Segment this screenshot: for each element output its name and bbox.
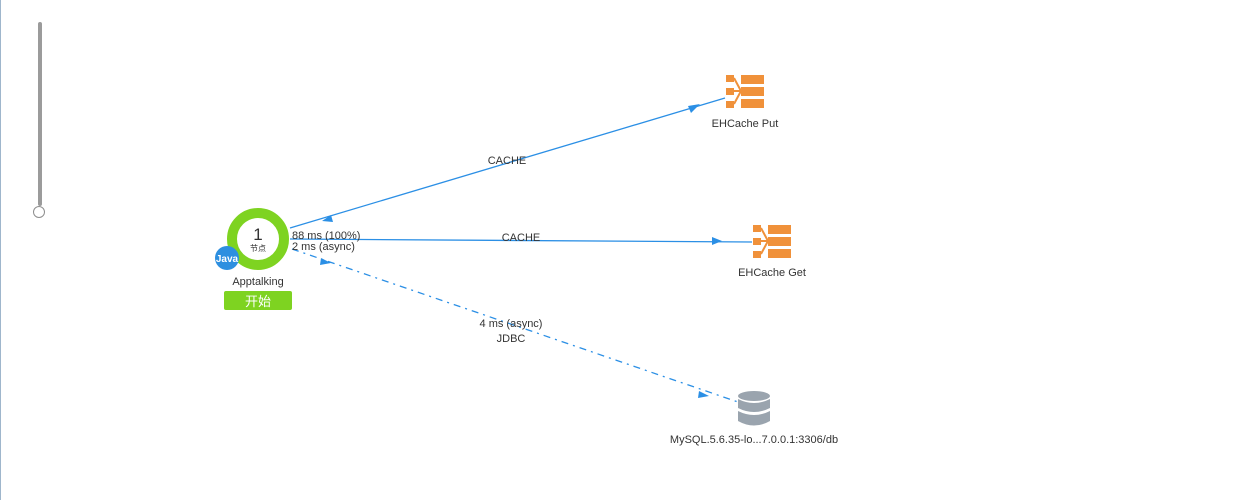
edge-time-jdbc: 4 ms (async) [480,318,543,330]
node-count: 1 [253,225,262,244]
zoom-slider-handle[interactable] [33,206,45,218]
database-icon [738,391,770,426]
app-node-name: Apptalking [232,276,283,288]
ehcache-icon [753,225,791,258]
ehcache-put-name: EHCache Put [712,118,779,130]
ehcache-put-node[interactable]: EHCache Put [712,75,779,130]
zoom-slider-track[interactable] [38,22,42,206]
edge-label-jdbc: JDBC [497,333,526,345]
panel-left-border [0,0,1,500]
edge-ehcache-put[interactable]: CACHE [289,97,726,229]
edge-label-cache-put: CACHE [488,155,527,167]
app-stat-total: 88 ms (100%) [292,230,360,242]
edge-ehcache-get[interactable]: CACHE [289,232,753,245]
edge-jdbc[interactable]: 4 ms (async) JDBC [291,248,739,403]
ehcache-get-node[interactable]: EHCache Get [738,225,806,279]
ehcache-get-name: EHCache Get [738,267,806,279]
mysql-name: MySQL.5.6.35-lo...7.0.0.1:3306/db [670,434,838,446]
app-stat-async: 2 ms (async) [292,241,355,253]
ehcache-icon [726,75,764,108]
mysql-node[interactable]: MySQL.5.6.35-lo...7.0.0.1:3306/db [670,391,838,446]
start-badge: 开始 [224,291,292,310]
node-count-unit: 节点 [250,244,266,253]
app-node[interactable]: 1 节点 Java Apptalking [215,208,289,288]
java-badge: Java [215,246,239,270]
edge-label-cache-get: CACHE [502,232,541,244]
java-badge-label: Java [216,254,239,265]
